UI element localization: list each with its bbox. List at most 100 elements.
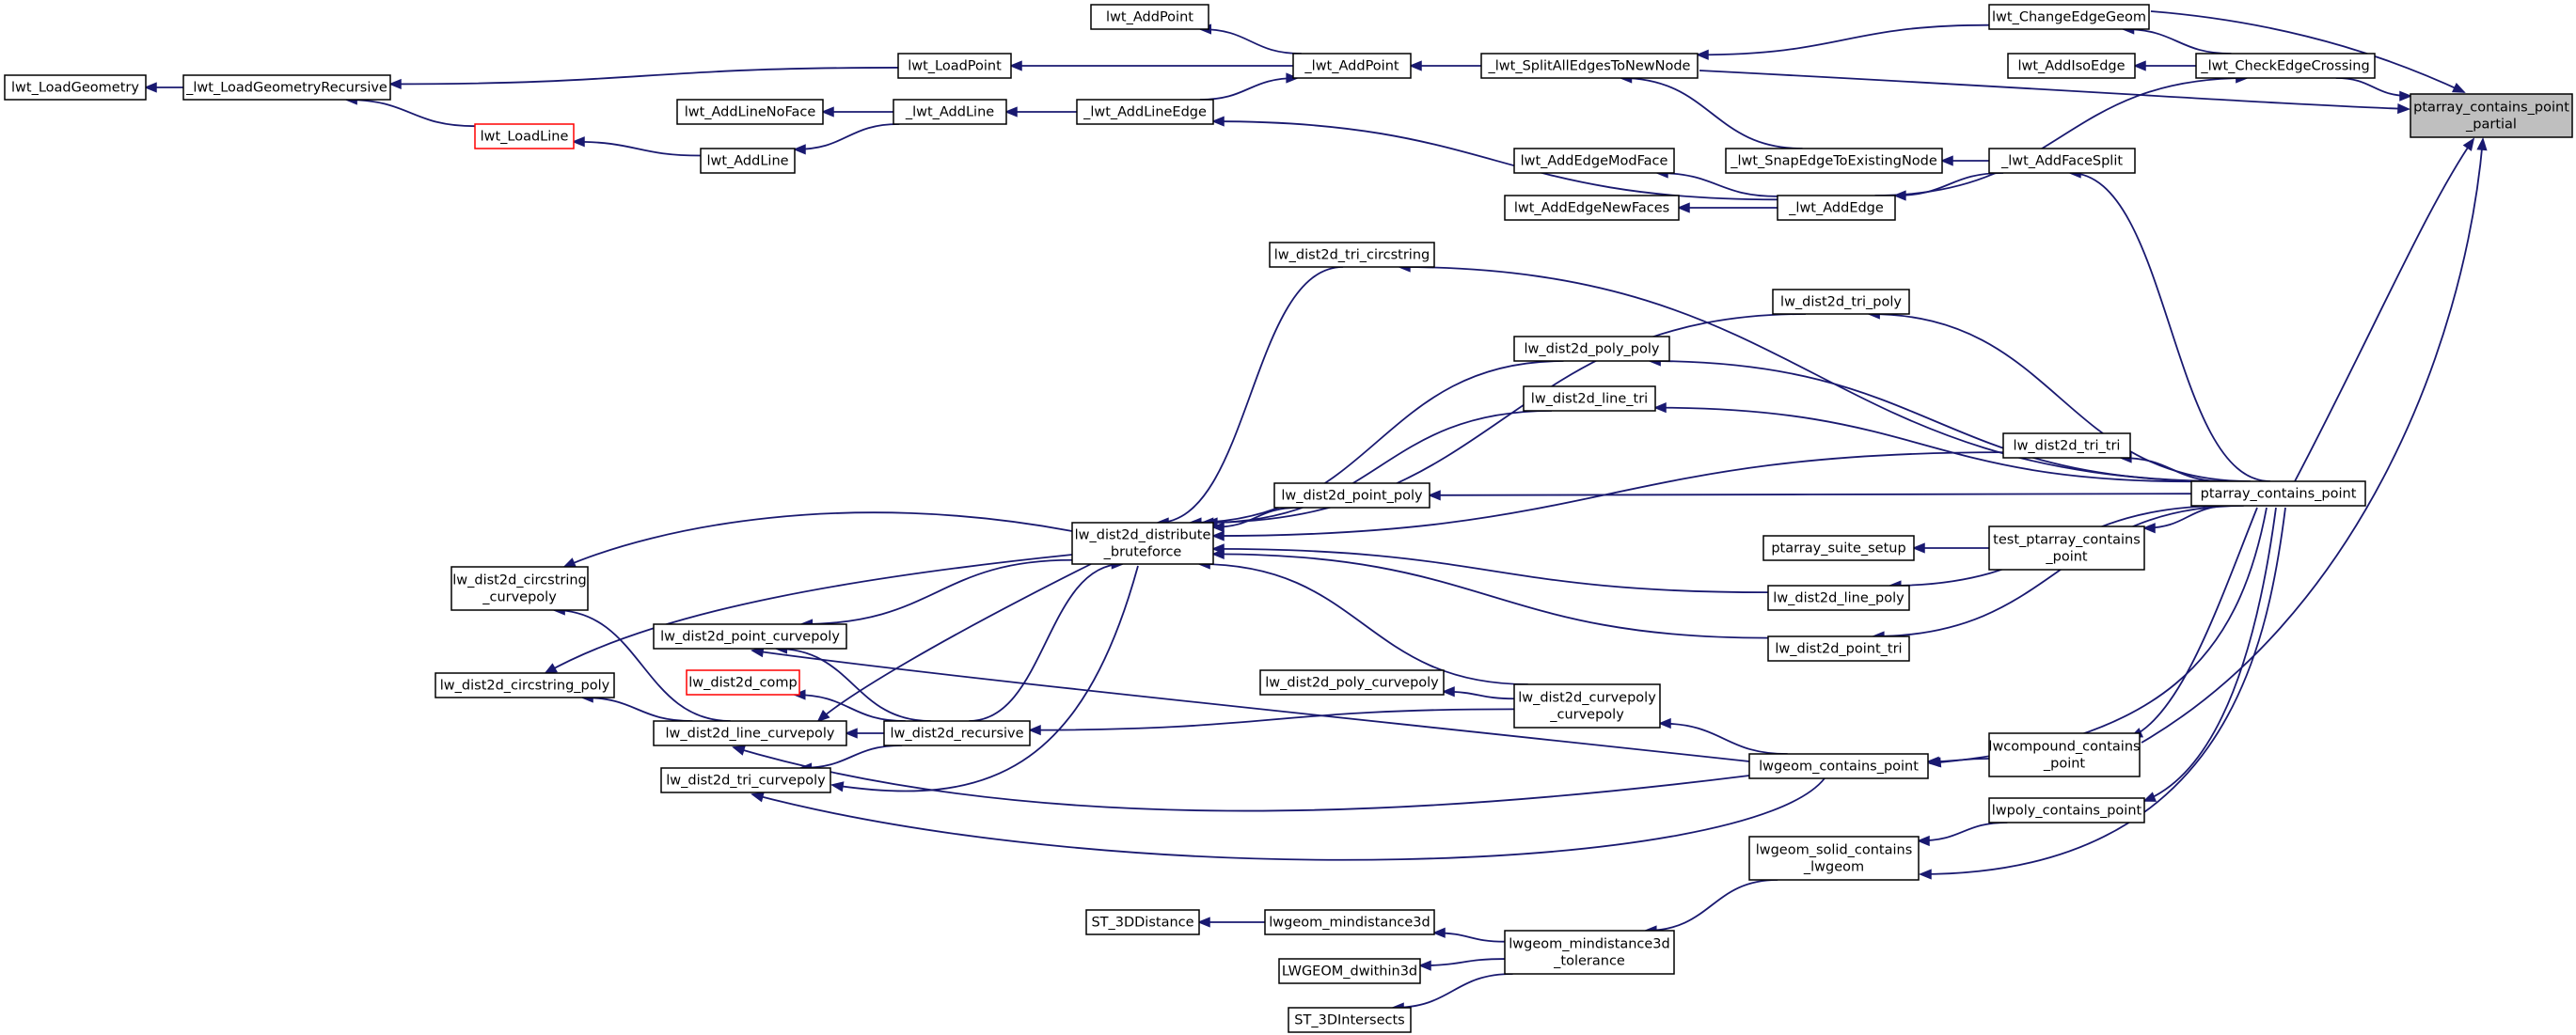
node-lwgeom_mindistance3d_tolerance[interactable]: lwgeom_mindistance3d_tolerance [1504,930,1675,975]
edge-ptarray_contains_point-to-lw_dist2d_line_tri [1653,402,2192,483]
node-LWGEOM_dwithin3d[interactable]: LWGEOM_dwithin3d [1278,958,1421,984]
node-box [1264,909,1435,935]
node-lwt_ChangeEdgeGeom[interactable]: lwt_ChangeEdgeGeom [1988,4,2150,30]
edge-arrowhead [2397,102,2410,115]
node-box [2410,93,2573,138]
node-lwt_AddLine[interactable]: lwt_AddLine [700,148,796,174]
node-lw_dist2d_tri_poly[interactable]: lw_dist2d_tri_poly [1772,289,1910,315]
edge-line [2141,138,2484,744]
node-lw_dist2d_comp[interactable]: lw_dist2d_comp [686,669,800,696]
node-_lwt_SnapEdgeToExistingNode[interactable]: _lwt_SnapEdgeToExistingNode [1725,148,1943,174]
node-label: lw_dist2d_line_poly [1773,591,1904,606]
node-lwt_LoadPoint[interactable]: lwt_LoadPoint [897,53,1012,79]
node-lw_dist2d_point_curvepoly[interactable]: lw_dist2d_point_curvepoly [653,623,847,650]
node-label: lw_dist2d_tri_circstring [1274,248,1430,263]
node-ST_3DIntersects[interactable]: ST_3DIntersects [1288,1007,1412,1033]
node-lw_dist2d_curvepoly_curvepoly[interactable]: lw_dist2d_curvepoly_curvepoly [1513,683,1661,729]
node-label: _curvepoly [482,590,557,605]
node-box [1076,99,1214,125]
node-lw_dist2d_poly_poly[interactable]: lw_dist2d_poly_poly [1513,336,1670,362]
edge-_lwt_AddEdge-to-_lwt_AddLineEdge [1211,116,1778,201]
edge-lwgeom_contains_point-to-lw_dist2d_tri_curvepoly [751,777,1825,861]
node-_lwt_AddFaceSplit[interactable]: _lwt_AddFaceSplit [1988,148,2136,174]
node-_lwt_AddPoint[interactable]: _lwt_AddPoint [1292,53,1412,79]
node-label: lw_dist2d_poly_poly [1525,342,1660,357]
node-ST_3DDistance[interactable]: ST_3DDistance [1085,909,1200,935]
edge-line [776,648,931,722]
node-lw_dist2d_distribute_bruteforce[interactable]: lw_dist2d_distribute_bruteforce [1071,522,1214,565]
edge-arrowhead [1919,869,1932,880]
node-lwgeom_mindistance3d[interactable]: lwgeom_mindistance3d [1264,909,1435,935]
node-lw_dist2d_recursive[interactable]: lw_dist2d_recursive [883,720,1031,746]
node-box [897,53,1012,79]
node-_lwt_AddEdge[interactable]: _lwt_AddEdge [1777,195,1896,221]
edge-line [1200,28,1302,55]
node-lw_dist2d_line_tri[interactable]: lw_dist2d_line_tri [1523,385,1656,412]
node-lwt_AddLineNoFace[interactable]: lwt_AddLineNoFace [676,99,824,125]
node-ptarray_contains_point[interactable]: ptarray_contains_point [2190,480,2366,507]
node-lwt_LoadLine[interactable]: lwt_LoadLine [474,123,575,149]
node-box [474,123,575,149]
node-box [1259,669,1445,696]
edge-lwgeom_solid_contains_lwgeom-to-lwgeom_mindistance3d_tolerance [1643,879,1778,936]
edge-arrowhead [2399,90,2412,102]
node-lwgeom_solid_contains_lwgeom[interactable]: lwgeom_solid_contains_lwgeom [1748,836,1920,881]
edge-arrowhead [2142,523,2156,534]
node-_lwt_LoadGeometryRecursive[interactable]: _lwt_LoadGeometryRecursive [182,74,391,101]
node-label: _lwt_AddPoint [1304,59,1399,74]
node-lwt_AddPoint[interactable]: lwt_AddPoint [1090,4,1209,30]
node-_lwt_AddLineEdge[interactable]: _lwt_AddLineEdge [1076,99,1214,125]
node-lw_dist2d_tri_circstring[interactable]: lw_dist2d_tri_circstring [1269,242,1435,268]
node-ptarray_contains_point_partial[interactable]: ptarray_contains_point_partial [2410,93,2573,138]
node-lwcompound_contains_point[interactable]: lwcompound_contains_point [1988,732,2141,777]
edge-arrowhead [1211,548,1225,559]
node-lw_dist2d_point_poly[interactable]: lw_dist2d_point_poly [1273,482,1430,509]
node-lwpoly_contains_point[interactable]: lwpoly_contains_point [1988,797,2145,823]
edge-line [389,67,899,86]
node-label: lw_dist2d_tri_curvepoly [666,774,826,789]
node-lw_dist2d_tri_curvepoly[interactable]: lw_dist2d_tri_curvepoly [660,767,831,793]
edge-line [573,140,702,157]
edge-arrowhead [2133,60,2146,71]
node-_lwt_AddLine[interactable]: _lwt_AddLine [893,99,1007,125]
node-lwt_AddEdgeNewFaces[interactable]: lwt_AddEdgeNewFaces [1504,195,1680,221]
node-lw_dist2d_tri_tri[interactable]: lw_dist2d_tri_tri [2002,432,2131,459]
edge-arrowhead [1917,835,1930,847]
node-lw_dist2d_circstring_curvepoly[interactable]: lw_dist2d_circstring_curvepoly [450,566,589,611]
node-lwt_AddEdgeModFace[interactable]: lwt_AddEdgeModFace [1513,148,1675,174]
edge-line [2130,507,2258,738]
node-label: ptarray_contains_point [2413,101,2569,116]
edge-line [545,554,1073,674]
edge-lw_dist2d_distribute_bruteforce-to-lw_dist2d_circstring_curvepoly [562,511,1073,568]
node-label: lw_dist2d_point_poly [1281,489,1423,504]
node-label: _lwt_CheckEdgeCrossing [2200,59,2369,74]
edge-lwgeom_contains_point-to-lw_dist2d_line_curvepoly [732,745,1750,812]
node-lw_dist2d_line_curvepoly[interactable]: lw_dist2d_line_curvepoly [653,720,847,746]
node-test_ptarray_contains_point[interactable]: test_ptarray_contains_point [1988,525,2145,571]
node-lwgeom_contains_point[interactable]: lwgeom_contains_point [1748,753,1929,779]
edge-arrowhead [2142,792,2157,802]
edge-line [801,558,1073,625]
node-_lwt_SplitAllEdgesToNewNode[interactable]: _lwt_SplitAllEdgesToNewNode [1480,53,1699,79]
node-ptarray_suite_setup[interactable]: ptarray_suite_setup [1762,535,1915,561]
edge-arrowhead [1658,717,1671,729]
node-label: lw_dist2d_tri_tri [2014,439,2121,454]
edge-_lwt_CheckEdgeCrossing-to-lwt_AddIsoEdge [2133,60,2196,71]
edge-lw_dist2d_recursive-to-lw_dist2d_distribute_bruteforce [969,558,1125,722]
edge-line [2120,457,2225,482]
node-lwt_AddIsoEdge[interactable]: lwt_AddIsoEdge [2007,53,2136,79]
edge-lw_dist2d_tri_tri-to-lw_dist2d_distribute_bruteforce [1211,451,2004,541]
node-lw_dist2d_point_tri[interactable]: lw_dist2d_point_tri [1767,635,1910,662]
node-label: lw_dist2d_point_tri [1775,642,1902,657]
node-_lwt_CheckEdgeCrossing[interactable]: _lwt_CheckEdgeCrossing [2195,53,2376,79]
node-box [1988,148,2136,174]
edge-arrowhead [2462,137,2475,151]
node-box [1090,4,1209,30]
node-label: lw_dist2d_tri_poly [1780,295,1902,310]
node-lw_dist2d_line_poly[interactable]: lw_dist2d_line_poly [1767,585,1910,611]
edge-arrowhead [1211,522,1225,533]
node-lwt_LoadGeometry[interactable]: lwt_LoadGeometry [4,74,147,101]
node-lw_dist2d_circstring_poly[interactable]: lw_dist2d_circstring_poly [435,672,615,698]
edge-lwgeom_mindistance3d_tolerance-to-lwgeom_mindistance3d [1432,927,1506,943]
node-lw_dist2d_poly_curvepoly[interactable]: lw_dist2d_poly_curvepoly [1259,669,1445,696]
